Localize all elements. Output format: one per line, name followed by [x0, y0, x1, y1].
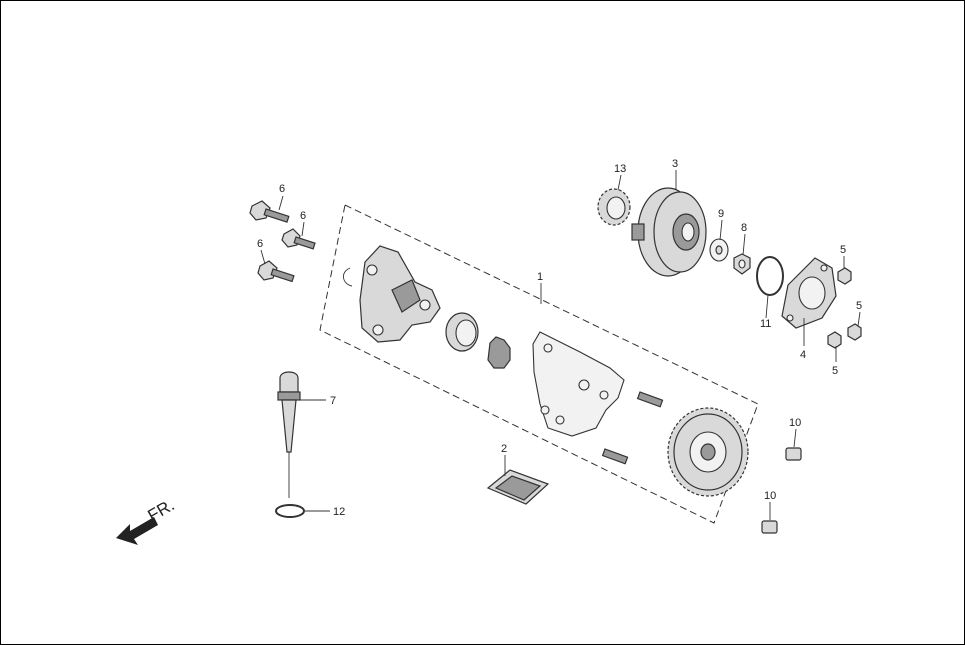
oil-pump-driven-gear[interactable] [667, 407, 749, 497]
dowel-pin-10-lower[interactable] [761, 520, 778, 534]
oil-strainer-2[interactable] [486, 469, 550, 505]
bolt-5-top[interactable] [837, 267, 852, 285]
callout-10a: 10 [789, 417, 801, 429]
callout-5a: 5 [840, 244, 846, 256]
callout-2: 2 [501, 443, 507, 455]
inner-rotor[interactable] [487, 336, 511, 369]
callout-9: 9 [718, 208, 724, 220]
callout-4: 4 [800, 349, 806, 361]
bolt-6-middle[interactable] [281, 228, 316, 250]
washer-9[interactable] [709, 238, 729, 262]
rotor-cover-4[interactable] [781, 257, 837, 329]
leader-lines [260, 170, 861, 520]
callout-7: 7 [330, 395, 336, 407]
callout-6c: 6 [257, 238, 263, 250]
callout-8: 8 [741, 222, 747, 234]
bolt-5-right[interactable] [847, 323, 862, 341]
bolt-6-bottom[interactable] [257, 260, 295, 283]
oil-pump-body[interactable] [359, 245, 441, 343]
callout-6a: 6 [279, 183, 285, 195]
assembly-boundary [319, 204, 759, 524]
circlip[interactable] [343, 267, 353, 287]
callout-12: 12 [333, 506, 345, 518]
pump-screw-upper[interactable] [636, 391, 664, 408]
dowel-pin-10-upper[interactable] [785, 447, 802, 461]
bolt-6-top[interactable] [249, 200, 290, 223]
callout-5b: 5 [856, 300, 862, 312]
callout-6b: 6 [300, 210, 306, 222]
oil-level-dipstick-7[interactable] [277, 371, 301, 498]
callout-11: 11 [760, 318, 771, 330]
sprocket-13[interactable] [597, 188, 631, 226]
o-ring-12[interactable] [275, 504, 305, 518]
nut-8[interactable] [733, 253, 751, 275]
bolt-5-bottom[interactable] [827, 331, 842, 349]
o-ring-11[interactable] [756, 256, 784, 296]
outer-rotor[interactable] [445, 312, 479, 352]
callout-5c: 5 [832, 365, 838, 377]
callout-1: 1 [537, 271, 543, 283]
rotor-housing-3[interactable] [631, 187, 707, 277]
callout-10b: 10 [764, 490, 776, 502]
pump-cover-plate[interactable] [532, 331, 625, 437]
callout-13: 13 [614, 163, 626, 175]
callout-3: 3 [672, 158, 678, 170]
pump-screw-lower[interactable] [601, 448, 629, 465]
front-arrow-icon [116, 517, 158, 545]
